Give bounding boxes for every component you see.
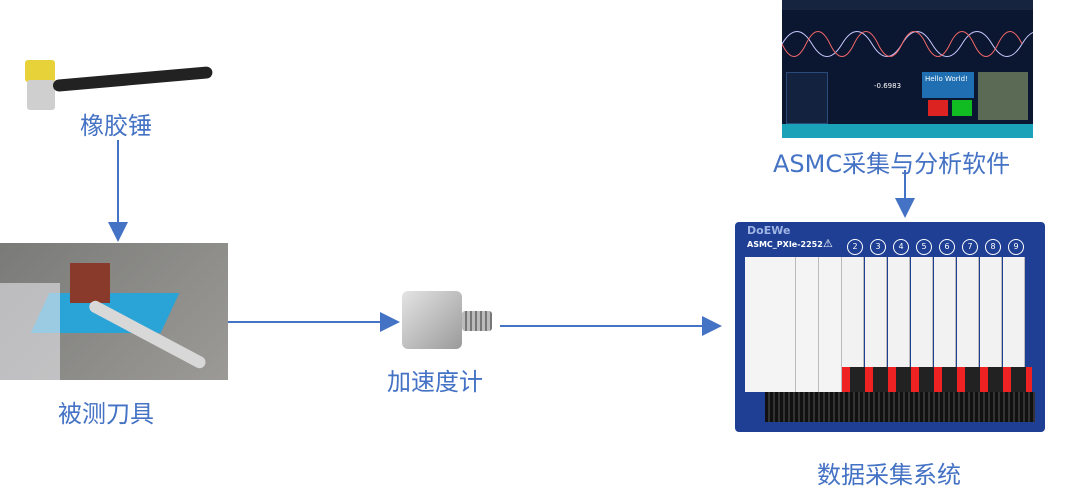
daq-label: 数据采集系统: [817, 461, 961, 489]
slot-number: 9: [1008, 239, 1024, 255]
rubber-hammer-image: [25, 50, 215, 120]
accelerometer-image: [402, 283, 500, 365]
sensor-label: 加速度计: [387, 368, 483, 396]
tool-label: 被测刀具: [58, 400, 154, 428]
warning-icon: ⚠: [823, 237, 833, 250]
readout: -0.6983: [874, 82, 902, 90]
hammer-label: 橡胶锤: [80, 112, 152, 140]
slot-number: 3: [870, 239, 886, 255]
slot-number: 6: [939, 239, 955, 255]
slot-number: 7: [962, 239, 978, 255]
waveform: [782, 31, 1033, 57]
software-label: ASMC采集与分析软件: [773, 150, 1011, 178]
slot-number: 5: [916, 239, 932, 255]
model-label: ASMC_PXIe-2252: [747, 240, 823, 249]
slot-number: 4: [893, 239, 909, 255]
tool-under-test-image: [0, 243, 228, 380]
slot-number: 8: [985, 239, 1001, 255]
daq-chassis-image: DoEWe ASMC_PXIe-2252 ⚠ 2 3 4 5 6 7 8 9: [735, 222, 1045, 432]
software-screenshot: -0.6983 Hello World!: [782, 0, 1033, 138]
slot-number: 2: [847, 239, 863, 255]
brand-logo: DoEWe: [747, 224, 791, 237]
hello-panel: Hello World!: [922, 72, 974, 98]
